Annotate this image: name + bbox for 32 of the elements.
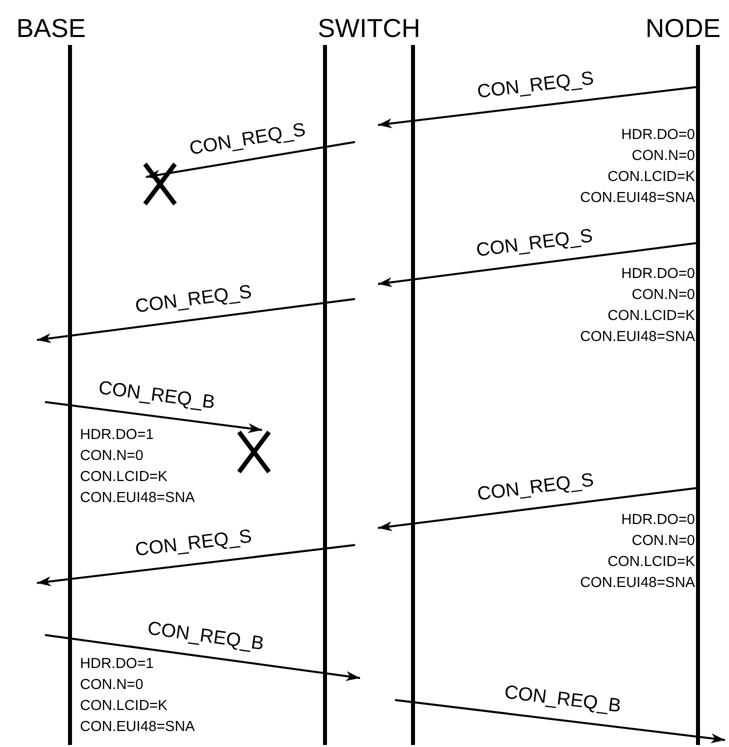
lifeline-label: NODE bbox=[644, 13, 722, 43]
field-value: CON.N=0 bbox=[632, 148, 695, 165]
field-value: CON.LCID=K bbox=[80, 698, 168, 715]
message-arrow bbox=[146, 141, 356, 180]
field-value: HDR.DO=1 bbox=[80, 656, 154, 673]
field-value: CON.N=0 bbox=[632, 287, 695, 304]
field-value: CON.EUI48=SNA bbox=[80, 490, 195, 507]
message-arrow bbox=[44, 401, 262, 434]
field-value: CON.N=0 bbox=[80, 677, 144, 694]
field-value: CON.LCID=K bbox=[608, 169, 695, 186]
message-arrow bbox=[394, 699, 726, 744]
message-arrow bbox=[378, 487, 698, 532]
message-arrow bbox=[44, 634, 360, 682]
field-value: CON.LCID=K bbox=[608, 554, 695, 571]
field-value: HDR.DO=1 bbox=[80, 427, 154, 444]
field-value: CON.LCID=K bbox=[80, 469, 168, 486]
field-value: HDR.DO=0 bbox=[621, 266, 695, 283]
field-value: CON.EUI48=SNA bbox=[80, 719, 195, 736]
field-value: CON.EUI48=SNA bbox=[580, 190, 695, 207]
message-arrow bbox=[36, 544, 356, 586]
field-value: CON.EUI48=SNA bbox=[580, 329, 695, 346]
field-value: CON.LCID=K bbox=[608, 308, 695, 325]
message-arrow bbox=[36, 298, 356, 344]
lifeline-label: SWITCH bbox=[316, 13, 422, 43]
field-value: CON.EUI48=SNA bbox=[580, 575, 695, 592]
message-arrow bbox=[378, 242, 698, 288]
lifeline-label: BASE bbox=[15, 13, 87, 43]
field-value: CON.N=0 bbox=[632, 533, 695, 550]
field-value: HDR.DO=0 bbox=[621, 512, 695, 529]
message-arrow bbox=[378, 86, 698, 128]
field-value: HDR.DO=0 bbox=[621, 127, 695, 144]
field-value: CON.N=0 bbox=[80, 448, 144, 465]
